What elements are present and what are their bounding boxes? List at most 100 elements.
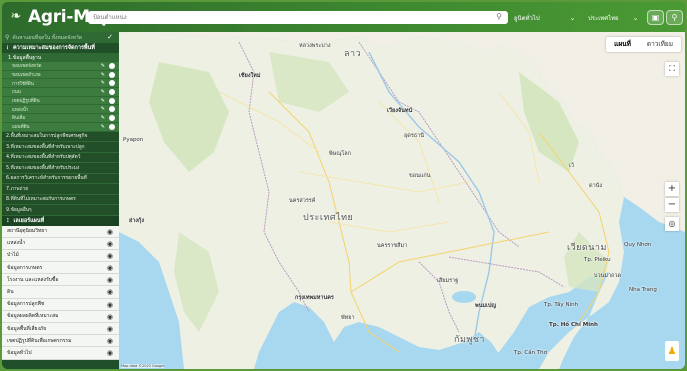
- layer-toggle[interactable]: [109, 114, 115, 121]
- layer-toggle[interactable]: [109, 106, 115, 113]
- eye-icon[interactable]: ◉: [106, 312, 113, 321]
- edit-icon[interactable]: ✎: [100, 106, 105, 113]
- map-view[interactable]: ลาว ประเทศไทย เวียดนาม กัมพูชา กรุงเทพมห…: [119, 32, 685, 369]
- base-layer-item[interactable]: แหล่งน้ำ✎: [2, 105, 119, 115]
- map-layer-item[interactable]: ข้อมูลทั่วไป ◉: [2, 347, 119, 360]
- eye-icon[interactable]: ◉: [106, 239, 113, 248]
- edit-icon[interactable]: ✎: [100, 62, 105, 69]
- location-search[interactable]: ⚲: [88, 11, 508, 24]
- layer-toggle[interactable]: [109, 97, 115, 104]
- subsection-header-base[interactable]: 1.ข้อมูลพื้นฐาน: [2, 53, 119, 62]
- suitability-menu-item[interactable]: 9.ข้อมูลอื่นๆ: [2, 205, 119, 216]
- map-label-pattaya: พัทยา: [341, 315, 355, 321]
- base-layer-item[interactable]: แผนที่ดิน✎: [2, 122, 119, 132]
- layer-toggle[interactable]: [109, 88, 115, 95]
- location-button[interactable]: ⚲: [666, 10, 683, 25]
- map-type-toggle: แผนที่ ดาวเทียม: [606, 37, 681, 52]
- map-layer-item[interactable]: ข้อมูลพื้นที่เสี่ยงภัย◉: [2, 323, 119, 336]
- eye-icon[interactable]: ◉: [106, 264, 113, 273]
- suitability-menu-item[interactable]: 5.ที่เหมาะสมของพื้นที่สำหรับประมง: [2, 163, 119, 174]
- map-type-map-button[interactable]: แผนที่: [614, 40, 631, 48]
- base-layer-item[interactable]: ขอบเขตจังหวัด ✎: [2, 62, 119, 71]
- section-header-suitability[interactable]: ⋮ ความเหมาะสมของการจัดการพื้นที่: [2, 43, 119, 53]
- eye-icon[interactable]: ◉: [106, 300, 113, 309]
- eye-icon[interactable]: ◉: [106, 288, 113, 297]
- edit-icon[interactable]: ✎: [100, 123, 105, 130]
- section-header-layers[interactable]: ⋮ เลเยอร์แผนที่: [2, 215, 119, 226]
- map-label-khon-kaen: ขอนแก่น: [409, 173, 431, 179]
- base-layer-item[interactable]: ดินเค็ม✎: [2, 114, 119, 123]
- layer-toggle[interactable]: [109, 71, 115, 78]
- suitability-menu-item[interactable]: 7.ภาพถ่าย: [2, 184, 119, 195]
- map-label-buon-ma-thuot: บวนมาถวด: [594, 273, 622, 279]
- eye-icon[interactable]: ◉: [106, 276, 113, 285]
- suitability-menu-item[interactable]: 3.ที่เหมาะสมของพื้นที่สำหรับเพาะปลูก: [2, 142, 119, 153]
- map-layer-item[interactable]: ดิน◉: [2, 286, 119, 299]
- search-icon: ⚲: [5, 34, 10, 41]
- map-layer-item[interactable]: เขตปฏิรูปที่ดินเพื่อเกษตรกรรม◉: [2, 335, 119, 348]
- layer-section-title: เลเยอร์แผนที่: [13, 217, 45, 224]
- base-layer-item[interactable]: เขตปฏิรูปที่ดิน✎: [2, 96, 119, 106]
- base-layer-label: ถนน: [12, 90, 21, 96]
- map-layer-label: ข้อมูลทั่วไป: [7, 349, 32, 356]
- street-view-pegman[interactable]: ♟: [665, 341, 679, 361]
- eye-icon[interactable]: ◉: [106, 227, 113, 236]
- edit-icon[interactable]: ✎: [100, 114, 105, 121]
- map-pin-icon: ⚲: [671, 13, 678, 22]
- country-select[interactable]: ประเทศไทย ⌄: [588, 11, 638, 24]
- base-layer-item[interactable]: ขอบเขตอำเภอ✎: [2, 70, 119, 80]
- map-label-thailand: ประเทศไทย: [303, 213, 354, 223]
- map-layer-item[interactable]: สถานีอุตุนิยมวิทยา◉: [2, 225, 119, 238]
- my-location-button[interactable]: ◎: [665, 217, 679, 231]
- map-label-vientiane: เวียงจันทน์: [387, 108, 413, 114]
- collapse-icon[interactable]: ✓: [107, 33, 113, 41]
- suitability-menu-item[interactable]: 8.ที่ดินที่ไม่เหมาะสมกับการเกษตร: [2, 194, 119, 205]
- suitability-menu-item[interactable]: 4.ที่เหมาะสมของพื้นที่สำหรับปศุสัตว์: [2, 152, 119, 163]
- base-layer-label: ขอบเขตจังหวัด: [12, 64, 42, 70]
- screen-button[interactable]: ▣: [647, 10, 664, 25]
- base-layer-item[interactable]: ถนน ✎: [2, 88, 119, 97]
- base-layer-item[interactable]: การใช้ที่ดิน✎: [2, 79, 119, 89]
- map-layer-label: แหล่งน้ำ: [7, 240, 26, 247]
- map-type-satellite-button[interactable]: ดาวเทียม: [646, 40, 673, 48]
- zoom-in-button[interactable]: +: [665, 182, 679, 196]
- monitor-icon: ▣: [651, 13, 660, 22]
- edit-icon[interactable]: ✎: [100, 97, 105, 104]
- map-label-hue: เว้: [569, 163, 574, 169]
- layer-toggle[interactable]: [109, 123, 115, 130]
- eye-icon[interactable]: ◉: [106, 251, 113, 260]
- search-icon[interactable]: ⚲: [496, 12, 502, 21]
- edit-icon[interactable]: ✎: [100, 88, 105, 95]
- layer-toggle[interactable]: [109, 80, 115, 87]
- map-layer-item[interactable]: โรงงาน และแหล่งรับซื้อ◉: [2, 274, 119, 287]
- sidebar-search[interactable]: ⚲ ค้นหาแผนที่จุดใน ทั้งหมดจังหวัด ✓: [2, 32, 119, 43]
- edit-icon[interactable]: ✎: [100, 80, 105, 87]
- suitability-menu-item[interactable]: 6.ผลการวิเคราะห์สำหรับการขยายพื้นที่: [2, 173, 119, 184]
- subsection-title: 1.ข้อมูลพื้นฐาน: [8, 54, 42, 61]
- map-layer-item[interactable]: ป่าไม้ ◉: [2, 249, 119, 263]
- eye-icon[interactable]: ◉: [106, 337, 113, 346]
- sidebar-search-placeholder: ค้นหาแผนที่จุดใน ทั้งหมดจังหวัด: [12, 34, 83, 41]
- edit-icon[interactable]: ✎: [100, 71, 105, 78]
- map-layer-item[interactable]: ข้อมูลการปลูกพืช◉: [2, 298, 119, 311]
- map-layer-label: ป่าไม้: [7, 252, 19, 259]
- map-label-nakhon-ratchasima: นครราชสีมา: [377, 243, 408, 249]
- map-label-cambodia: กัมพูชา: [454, 335, 485, 345]
- map-label-pyapon: Pyapon: [123, 137, 144, 143]
- eye-icon[interactable]: ◉: [106, 325, 113, 333]
- layer-toggle[interactable]: [109, 62, 115, 69]
- map-layer-item[interactable]: แหล่งน้ำ ◉: [2, 237, 119, 250]
- map-label-laos: ลาว: [344, 49, 362, 59]
- suitability-menu-item[interactable]: 2.พื้นที่เหมาะสมในการปลูกพืชเศรษฐกิจ: [2, 131, 119, 142]
- zoom-out-button[interactable]: −: [665, 198, 679, 212]
- country-select-value: ประเทศไทย: [588, 14, 619, 22]
- eye-icon[interactable]: ◉: [106, 349, 113, 358]
- map-label-da-nang: ดานัง: [589, 183, 603, 189]
- fullscreen-button[interactable]: ⛶: [665, 62, 679, 76]
- unit-select[interactable]: ยูนิตทั่วไป ⌄: [514, 11, 576, 24]
- map-label-udon-thani: อุดรธานี: [404, 133, 425, 139]
- location-search-input[interactable]: [93, 14, 473, 21]
- map-layer-item[interactable]: ข้อมูลการเกษตร◉: [2, 262, 119, 275]
- map-layer-item[interactable]: ข้อมูลผลผลิตที่เหมาะสม◉: [2, 310, 119, 323]
